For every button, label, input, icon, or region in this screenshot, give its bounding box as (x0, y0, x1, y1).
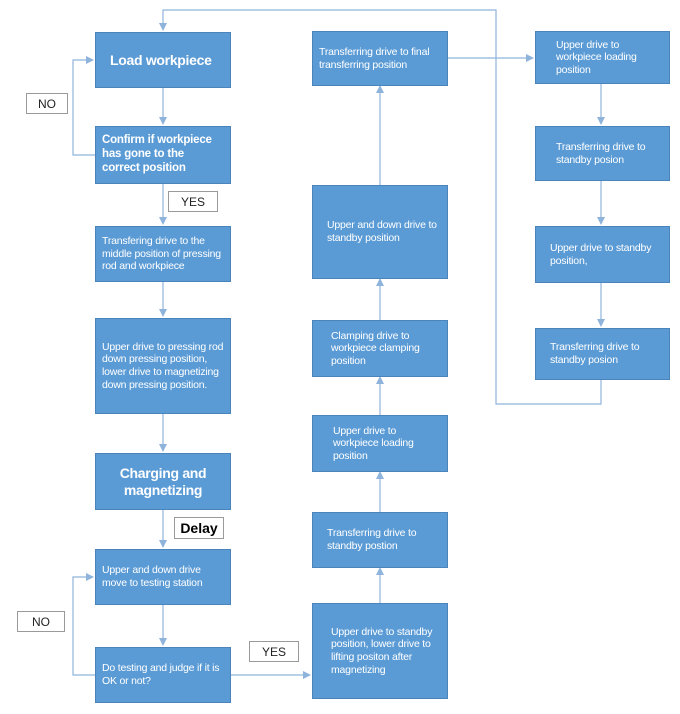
label-yes-bottom: YES (249, 641, 299, 662)
step-clamping: Clamping drive to workpiece clamping pos… (312, 320, 448, 377)
return-loop (159, 9, 602, 405)
step-upper-loading-2: Upper drive to workpiece loading positio… (535, 31, 670, 84)
step-load-workpiece: Load workpiece (95, 32, 231, 88)
step-updown-standby: Upper and down drive to standby position (312, 185, 448, 279)
label-yes-top: YES (168, 191, 218, 212)
step-transfer-final: Transferring drive to final transferring… (312, 31, 448, 86)
step-transfer-middle: Transfering drive to the middle position… (95, 226, 231, 282)
step-move-testing: Upper and down drive move to testing sta… (95, 549, 231, 605)
loop-no-top (72, 56, 95, 156)
step-lift-after-magnetizing: Upper drive to standby position, lower d… (312, 603, 448, 699)
loop-no-bottom (72, 573, 95, 676)
step-upper-pressing: Upper drive to pressing rod down pressin… (95, 318, 231, 414)
label-delay: Delay (174, 517, 224, 539)
label-no-bottom: NO (17, 611, 65, 632)
step-transfer-standby-3: Transferring drive to standby posion (535, 328, 670, 380)
step-testing-judge: Do testing and judge if it is OK or not? (95, 647, 231, 703)
step-charging-magnetizing: Charging and magnetizing (95, 453, 231, 510)
step-upper-loading-1: Upper drive to workpiece loading positio… (312, 415, 448, 472)
label-no-top: NO (26, 93, 68, 114)
step-transfer-standby-1: Transferring drive to standby postion (312, 512, 448, 568)
step-confirm-position: Confirm if workpiece has gone to the cor… (95, 126, 231, 184)
step-upper-standby: Upper drive to standby position, (535, 226, 670, 283)
step-transfer-standby-2: Transferring drive to standby posion (535, 126, 670, 181)
